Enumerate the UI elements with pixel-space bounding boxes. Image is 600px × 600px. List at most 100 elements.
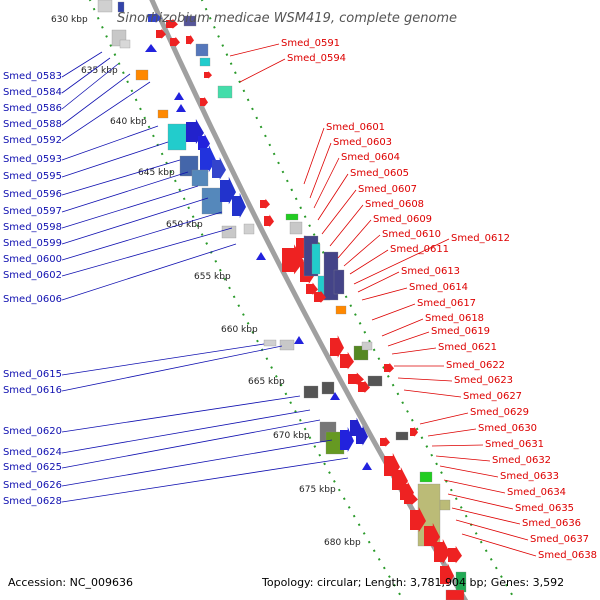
right-gene-label: Smed_0627 (463, 391, 522, 402)
right-gene-label: Smed_0618 (425, 313, 484, 324)
gene-feature (361, 341, 373, 351)
right-gene-label: Smed_0609 (373, 214, 432, 225)
gene-arrow (356, 425, 368, 446)
left-leader-line (61, 243, 237, 301)
gene-feature (445, 589, 465, 600)
gene-arrow (440, 563, 454, 586)
gene-feature (289, 221, 303, 235)
right-gene-label: Smed_0632 (492, 455, 551, 466)
right-leader-line (329, 204, 364, 247)
gene-arrow (340, 351, 354, 370)
right-leader-line (431, 444, 484, 447)
right-leader-line (443, 479, 506, 494)
gene-arrow (404, 492, 418, 505)
left-gene-label: Smed_0597 (3, 206, 62, 217)
left-gene-label: Smed_0625 (3, 462, 62, 473)
left-gene-label: Smed_0595 (3, 171, 62, 182)
right-gene-label: Smed_0622 (446, 360, 505, 371)
kbp-tick-label: 650 kbp (166, 220, 203, 230)
gene-arrow (174, 92, 184, 100)
right-gene-label: Smed_0629 (470, 407, 529, 418)
gene-feature (321, 381, 335, 395)
gene-arrow (448, 545, 462, 564)
gene-feature (157, 109, 169, 119)
gene-arrow (212, 157, 226, 180)
left-leader-line (61, 51, 103, 78)
left-gene-label: Smed_0600 (3, 254, 62, 265)
left-leader-line (61, 457, 349, 503)
right-gene-label: Smed_0635 (515, 503, 574, 514)
left-gene-label: Smed_0598 (3, 222, 62, 233)
gene-arrow (410, 426, 418, 437)
gene-arrow (156, 28, 166, 39)
right-gene-label: Smed_0630 (478, 423, 537, 434)
right-leader-line (313, 157, 340, 209)
gene-feature (279, 339, 295, 351)
right-gene-label: Smed_0614 (409, 282, 468, 293)
accession-text: Accession: NC_009636 (8, 576, 133, 589)
right-leader-line (451, 507, 521, 525)
left-leader-line (61, 419, 321, 469)
gene-arrow (348, 372, 364, 385)
gene-arrow (200, 96, 208, 107)
right-gene-label: Smed_0621 (438, 342, 497, 353)
right-leader-line (343, 234, 381, 267)
gene-feature (191, 169, 209, 187)
right-leader-line (317, 173, 349, 221)
left-gene-label: Smed_0592 (3, 135, 62, 146)
gene-feature (243, 223, 255, 235)
gene-arrow (294, 336, 304, 344)
left-gene-label: Smed_0628 (3, 496, 62, 507)
left-gene-label: Smed_0615 (3, 369, 62, 380)
right-leader-line (371, 303, 416, 321)
gene-arrow (170, 36, 180, 47)
left-leader-line (61, 125, 159, 161)
right-leader-line (439, 465, 499, 478)
gene-feature (199, 57, 211, 67)
gene-feature (419, 471, 433, 483)
right-leader-line (461, 533, 537, 557)
right-gene-label: Smed_0608 (365, 199, 424, 210)
right-leader-line (427, 428, 477, 437)
label-layer: Smed_0583Smed_0584Smed_0586Smed_0588Smed… (3, 38, 597, 561)
gene-feature (119, 39, 131, 49)
right-leader-line (349, 249, 389, 275)
left-gene-label: Smed_0599 (3, 238, 62, 249)
kbp-tick-label: 655 kbp (194, 272, 231, 282)
right-leader-line (455, 519, 529, 541)
right-leader-line (391, 347, 437, 355)
left-leader-line (61, 81, 151, 142)
gene-arrow (410, 507, 426, 532)
left-gene-label: Smed_0624 (3, 447, 62, 458)
left-gene-label: Smed_0596 (3, 189, 62, 200)
right-gene-label: Smed_0610 (382, 229, 441, 240)
gene-feature (367, 375, 383, 387)
left-leader-line (61, 211, 223, 261)
gene-feature (195, 43, 209, 57)
left-leader-line (61, 73, 131, 126)
gene-arrow (330, 335, 344, 358)
left-leader-line (61, 439, 333, 487)
map-rings (88, 0, 517, 600)
gene-arrow (260, 198, 270, 209)
right-leader-line (361, 287, 408, 301)
right-leader-line (387, 331, 430, 347)
kbp-tick-label: 630 kbp (51, 15, 88, 25)
left-leader-line (61, 185, 199, 229)
gene-arrow (145, 44, 157, 52)
gene-arrow (166, 18, 178, 29)
gene-arrow (330, 392, 340, 400)
left-leader-line (61, 409, 311, 454)
left-leader-line (61, 227, 233, 277)
map-title: Sinorhizobium medicae WSM419, complete g… (117, 11, 457, 26)
gene-feature (135, 69, 149, 81)
right-gene-label: Smed_0619 (431, 326, 490, 337)
left-leader-line (61, 159, 181, 196)
right-leader-line (419, 412, 469, 425)
right-gene-label: Smed_0638 (538, 550, 597, 561)
right-gene-label: Smed_0612 (451, 233, 510, 244)
right-gene-label: Smed_0634 (507, 487, 566, 498)
